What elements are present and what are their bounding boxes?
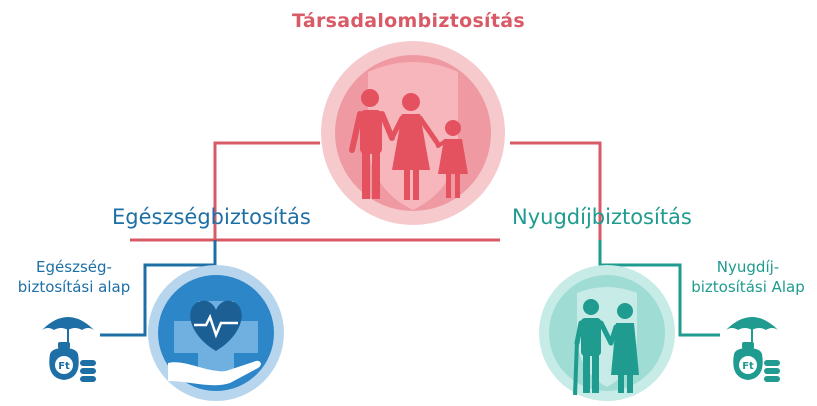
currency-label: Ft — [742, 361, 754, 372]
fund-label-line2: biztosítási Alap — [691, 278, 805, 296]
umbrella-money-bag-icon: Ft — [42, 317, 96, 382]
umbrella-money-bag-icon: Ft — [726, 317, 780, 382]
connector-left — [213, 141, 320, 265]
fund-label-line2: biztosítási alap — [17, 278, 131, 296]
heart-cross-hand-icon — [148, 265, 284, 401]
connector-teal-circle — [598, 240, 720, 337]
fund-label-health: Egészség- biztosítási alap — [8, 257, 140, 297]
fund-label-line1: Egészség- — [36, 258, 112, 276]
elderly-couple-shield-icon — [539, 265, 675, 401]
fund-label-line1: Nyugdíj- — [716, 258, 780, 276]
branch-label-pension: Nyugdíjbiztosítás — [512, 205, 692, 229]
family-shield-icon — [321, 41, 505, 225]
branch-label-health: Egészségbiztosítás — [112, 205, 311, 229]
fund-label-pension: Nyugdíj- biztosítási Alap — [687, 257, 809, 297]
connector-blue-circle — [100, 240, 217, 337]
diagram-title: Társadalombiztosítás — [292, 10, 525, 32]
connector-right — [510, 141, 602, 265]
currency-label: Ft — [58, 361, 70, 372]
